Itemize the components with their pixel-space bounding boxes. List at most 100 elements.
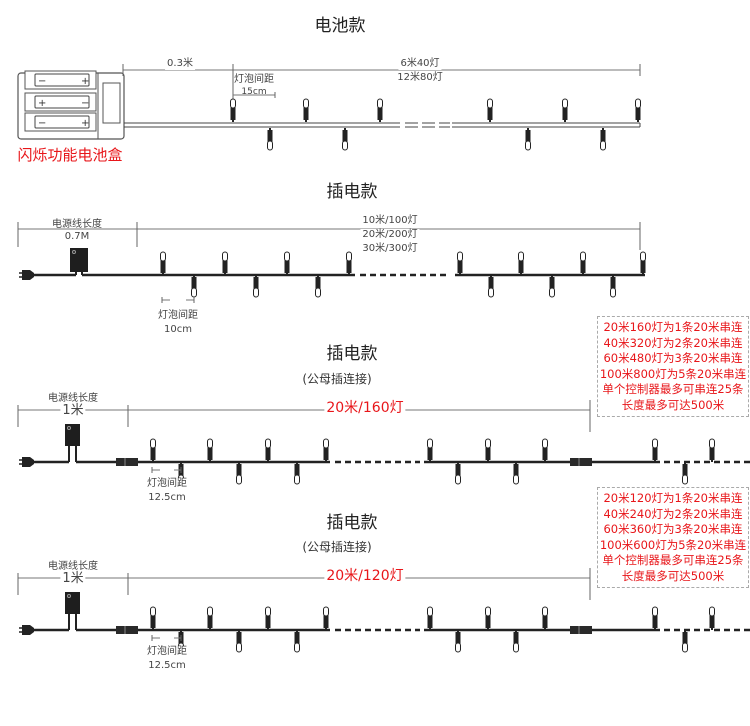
cord-length: 1米 xyxy=(60,403,86,418)
bulb-icon xyxy=(230,98,236,120)
bulb-icon xyxy=(542,438,548,460)
length-option: 30米/300灯 xyxy=(362,243,418,254)
bulb-icon xyxy=(542,606,548,628)
cord-length: 0.7M xyxy=(62,231,92,243)
connector-icon xyxy=(570,626,592,634)
bulb-icon xyxy=(640,251,646,273)
bulb-icon xyxy=(222,251,228,273)
note: 40米320灯为2条20米串连 xyxy=(603,335,743,350)
battery-polarity: − xyxy=(38,118,46,129)
bulb-icon xyxy=(342,130,348,151)
bulb-icon xyxy=(513,632,519,653)
bulb-icon xyxy=(267,130,273,151)
bulb-icon xyxy=(513,464,519,485)
controller-led xyxy=(72,250,76,254)
bulb-icon xyxy=(610,277,616,298)
spacing-label: 灯泡间距 xyxy=(145,646,189,658)
bulb-icon xyxy=(294,464,300,485)
bulb-icon xyxy=(600,130,606,151)
string-length: 20米/120灯 xyxy=(324,568,406,585)
spacing-label: 灯泡间距 xyxy=(156,310,200,322)
bulb-icon xyxy=(236,632,242,653)
plug-icon xyxy=(22,625,34,635)
battery-polarity: + xyxy=(38,98,46,109)
bulb-icon xyxy=(652,438,658,460)
lead-length-label: 0.3米 xyxy=(165,58,195,70)
bulb-icon xyxy=(485,438,491,460)
note: 60米480灯为3条20米串连 xyxy=(603,351,743,365)
string-length: 20米/160灯 xyxy=(324,400,406,417)
plug-icon xyxy=(22,270,34,280)
bulb-icon xyxy=(525,130,531,151)
connector-icon xyxy=(116,458,138,466)
bulb-icon xyxy=(346,251,352,273)
battery-polarity: − xyxy=(81,98,89,109)
spacing-value: 12.5cm xyxy=(146,492,188,504)
note: 20米120灯为1条20米串连 xyxy=(603,491,743,505)
length-option: 20米/200灯 xyxy=(360,229,420,241)
bulb-icon xyxy=(150,606,156,628)
bulb-icon xyxy=(207,438,213,460)
bulb-icon xyxy=(303,98,309,120)
bulb-icon xyxy=(455,464,461,485)
cord-label: 电源线长度 xyxy=(52,219,102,230)
note: 100米600灯为5条20米串连 xyxy=(599,537,747,552)
plug-section-title: 插电款 xyxy=(326,182,378,202)
battery-icon xyxy=(34,115,90,129)
note: 长度最多可达500米 xyxy=(621,568,725,583)
bulb-icon xyxy=(455,632,461,653)
bulb-icon xyxy=(236,464,242,485)
connectable-subtitle: (公母插连接) xyxy=(302,540,372,554)
spacing-label: 灯泡间距 xyxy=(145,478,189,490)
bulb-icon xyxy=(549,277,555,298)
spacing-value: 15cm xyxy=(241,87,267,97)
length-label-1: 6米40灯 xyxy=(398,58,442,70)
bulb-icon xyxy=(635,98,641,120)
connectable-section-title: 插电款 xyxy=(326,513,378,533)
controller-led xyxy=(67,426,71,430)
bulb-icon xyxy=(207,606,213,628)
series-notes-box: 20米120灯为1条20米串连 40米240灯为2条20米串连 60米360灯为… xyxy=(597,487,749,588)
bulb-icon xyxy=(294,632,300,653)
plug-icon xyxy=(22,457,34,467)
bulb-icon xyxy=(265,606,271,628)
battery-icon xyxy=(34,95,90,109)
spacing-value: 12.5cm xyxy=(146,660,188,672)
connector-icon xyxy=(116,626,138,634)
bulb-icon xyxy=(377,98,383,120)
bulb-icon xyxy=(427,438,433,460)
note: 单个控制器最多可串连25条 xyxy=(602,553,744,567)
note: 100米800灯为5条20米串连 xyxy=(599,366,747,381)
bulb-icon xyxy=(485,606,491,628)
cord-label: 电源线长度 xyxy=(48,393,98,404)
bulb-icon xyxy=(315,277,321,298)
battery-section-title: 电池款 xyxy=(314,16,366,36)
connectable-section-title: 插电款 xyxy=(326,344,378,364)
bulb-icon xyxy=(265,438,271,460)
battery-switch xyxy=(102,82,121,124)
bulb-icon xyxy=(580,251,586,273)
bulb-icon xyxy=(652,606,658,628)
spacing-value: 10cm xyxy=(162,324,194,336)
note: 长度最多可达500米 xyxy=(621,397,725,412)
note: 40米240灯为2条20米串连 xyxy=(603,506,743,521)
bulb-icon xyxy=(457,251,463,273)
length-label-2: 12米80灯 xyxy=(397,72,443,83)
note: 20米160灯为1条20米串连 xyxy=(603,320,743,334)
bulb-icon xyxy=(284,251,290,273)
note: 60米360灯为3条20米串连 xyxy=(603,522,743,536)
bulb-icon xyxy=(253,277,259,298)
bulb-icon xyxy=(150,438,156,460)
bulb-icon xyxy=(709,606,715,628)
bulb-icon xyxy=(160,251,166,273)
battery-polarity: + xyxy=(81,76,89,87)
spacing-label: 灯泡间距 xyxy=(234,74,274,85)
controller-box xyxy=(70,248,88,272)
cord-label: 电源线长度 xyxy=(48,561,98,572)
battery-polarity: − xyxy=(38,76,46,87)
controller-led xyxy=(67,594,71,598)
cord-length: 1米 xyxy=(60,571,86,586)
bulb-icon xyxy=(682,632,688,653)
